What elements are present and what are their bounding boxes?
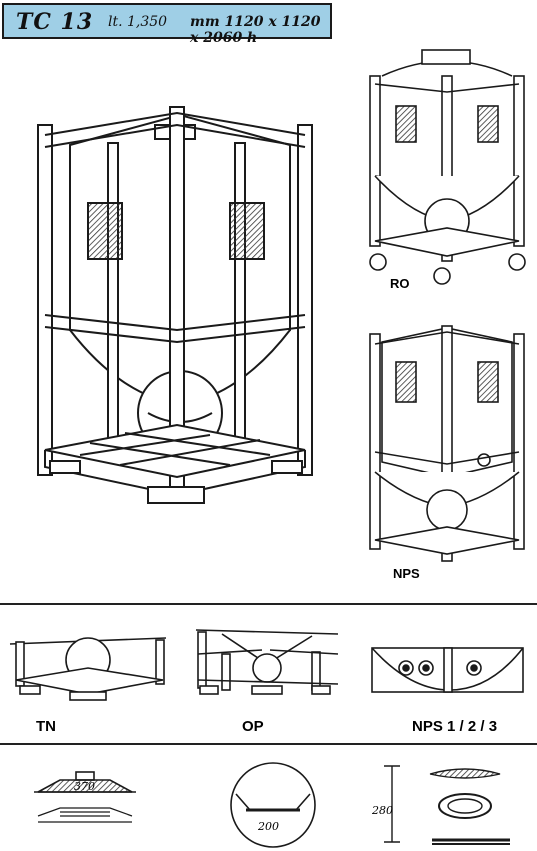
outlet-diameter-label: 200	[258, 820, 279, 833]
nps123-option-drawing	[371, 647, 524, 693]
nps123-label: NPS 1 / 2 / 3	[412, 718, 498, 735]
product-header: TC 13 lt. 1,350 mm 1120 x 1120 x 2060 h	[2, 3, 332, 46]
nps-variant-drawing	[369, 325, 525, 562]
outlet-detail-drawing	[230, 762, 316, 848]
section-divider	[0, 743, 537, 745]
op-option-drawing	[195, 629, 339, 695]
model-code: TC 13	[16, 9, 94, 35]
op-label: OP	[242, 718, 264, 735]
ro-variant-drawing	[369, 49, 526, 285]
main-tank-drawing	[37, 106, 313, 504]
capacity-label: lt. 1,350	[108, 14, 168, 30]
section-divider	[0, 603, 537, 605]
lid-diameter-label: 370	[74, 780, 95, 793]
tn-label: TN	[36, 718, 56, 735]
height-label: 280	[372, 804, 393, 817]
dimensions-label: mm 1120 x 1120 x 2060 h	[190, 14, 321, 46]
tn-option-drawing	[9, 637, 167, 701]
ro-label: RO	[390, 276, 410, 291]
nps-label: NPS	[393, 566, 420, 581]
height-detail-drawing	[384, 765, 510, 845]
lid-detail-drawing	[34, 771, 136, 823]
